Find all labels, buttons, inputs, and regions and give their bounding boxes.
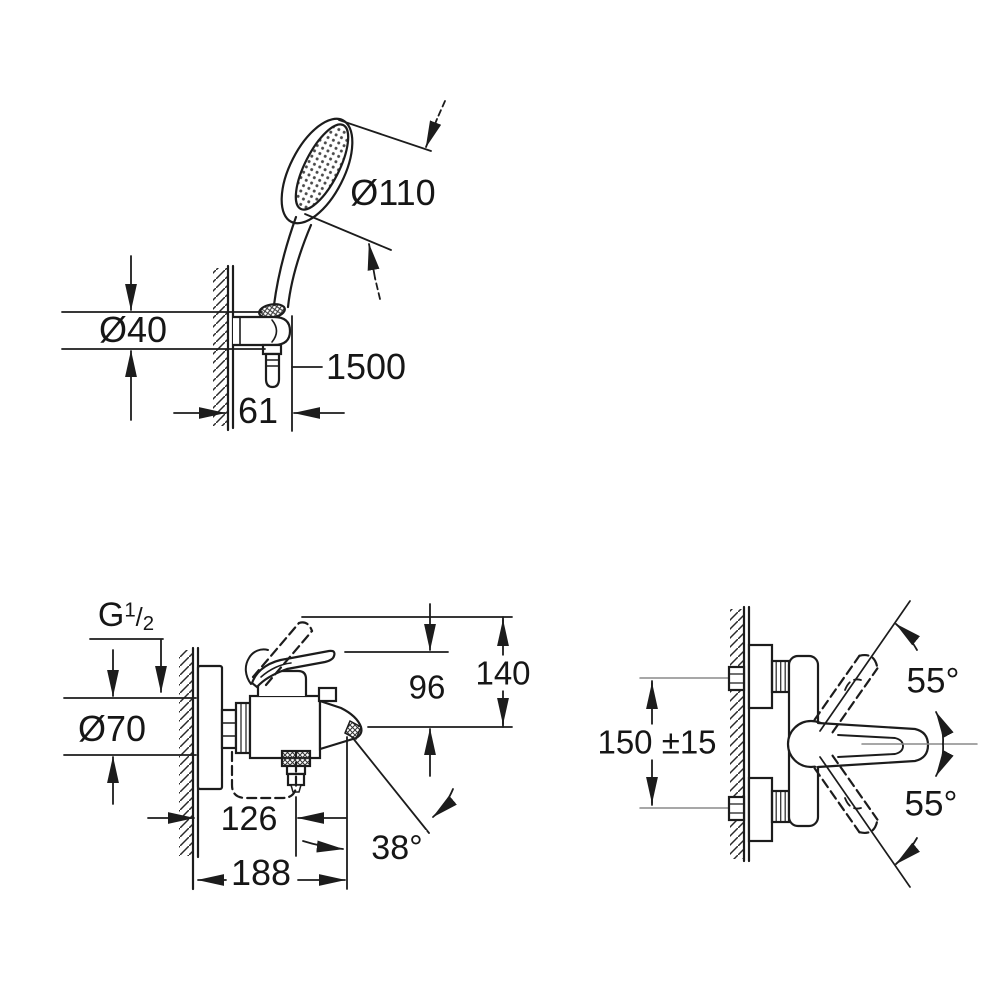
diverter-knob	[317, 686, 338, 703]
dim-holder-projection: 61	[237, 390, 279, 431]
dim-spout-height: 96	[408, 668, 446, 706]
lever-raised-dashed-tip	[297, 621, 314, 633]
supply-nut	[727, 795, 746, 822]
holder-ring-detail	[271, 319, 278, 343]
supply-nut	[727, 665, 746, 692]
union-knurl	[770, 789, 791, 824]
dim-connection-distance: 150 ±15	[593, 724, 721, 760]
angle-ref-line	[351, 736, 430, 834]
union-nut	[234, 701, 252, 755]
swing-arc-arrow	[935, 743, 954, 777]
dim-swivel-angle-lower: 55°	[904, 784, 958, 824]
wall-holder	[231, 315, 292, 347]
wall-hatching	[730, 609, 744, 859]
dim-escutcheon-diameter: Ø70	[77, 708, 147, 749]
lever-handle-slot	[837, 734, 904, 758]
dim-thread-size: G1/2	[98, 598, 154, 634]
dim-ref-line	[338, 119, 432, 152]
dim-swivel-angle-upper: 55°	[906, 661, 960, 701]
thread-prefix: G	[97, 595, 125, 634]
union-knurl	[770, 659, 791, 694]
dim-arrow-tail	[374, 277, 381, 300]
hand-shower-figure	[61, 100, 446, 432]
angle-ref-line	[819, 600, 911, 732]
angle-arc-arrow	[895, 837, 920, 865]
dim-head-diameter: Ø110	[350, 172, 436, 213]
shower-handle-edge	[272, 215, 298, 307]
escutcheon-top	[747, 643, 774, 710]
mixer-side-figure	[63, 603, 513, 891]
dim-ref-line	[304, 213, 392, 251]
hidden-hose-guide-dashed	[230, 750, 298, 800]
lever-raised-dashed	[251, 621, 301, 679]
swing-arc-arrow	[935, 711, 954, 745]
shower-handle-edge	[286, 223, 313, 309]
dim-arrow-tail	[436, 100, 446, 120]
lever-swivel-lower-dashed	[813, 754, 879, 834]
dim-spout-angle: 38°	[367, 830, 427, 866]
thread-denominator: 2	[142, 612, 155, 635]
spout-aerator	[344, 719, 362, 741]
lever-handle-fill	[806, 723, 928, 767]
angle-ref-line	[819, 756, 911, 888]
connector	[220, 708, 238, 750]
angle-arc-arrow	[432, 788, 457, 818]
dim-overall-projection: 188	[230, 852, 292, 893]
wall-hatching	[179, 650, 193, 856]
shower-head-spray-face	[294, 123, 350, 211]
angle-arc-arrow	[302, 840, 344, 853]
dim-spout-reach: 126	[220, 800, 278, 838]
dim-arrow	[367, 243, 380, 279]
mixer-body	[248, 694, 322, 760]
dim-holder-diameter: Ø40	[98, 309, 168, 350]
shower-outlet-tip	[290, 784, 302, 793]
escutcheon	[196, 664, 224, 791]
hose-connector	[264, 352, 281, 389]
escutcheon-bottom	[747, 776, 774, 843]
dim-hose-length: 1500	[325, 346, 407, 387]
mixer-top-figure	[639, 600, 978, 888]
wall-hatching	[213, 268, 228, 426]
dim-overall-height: 140	[471, 655, 535, 691]
lever-handle	[816, 721, 930, 769]
lever-handle-front	[244, 648, 269, 685]
lever-handle	[250, 649, 336, 689]
lever-swivel-upper-dashed	[813, 654, 879, 734]
lever-raised-dashed	[264, 629, 314, 687]
thread-separator: /	[135, 603, 143, 632]
lever-handle-detail	[260, 662, 292, 678]
angle-arc-arrow	[895, 623, 920, 651]
dim-arrow	[425, 118, 442, 148]
thread-numerator: 1	[124, 599, 136, 622]
